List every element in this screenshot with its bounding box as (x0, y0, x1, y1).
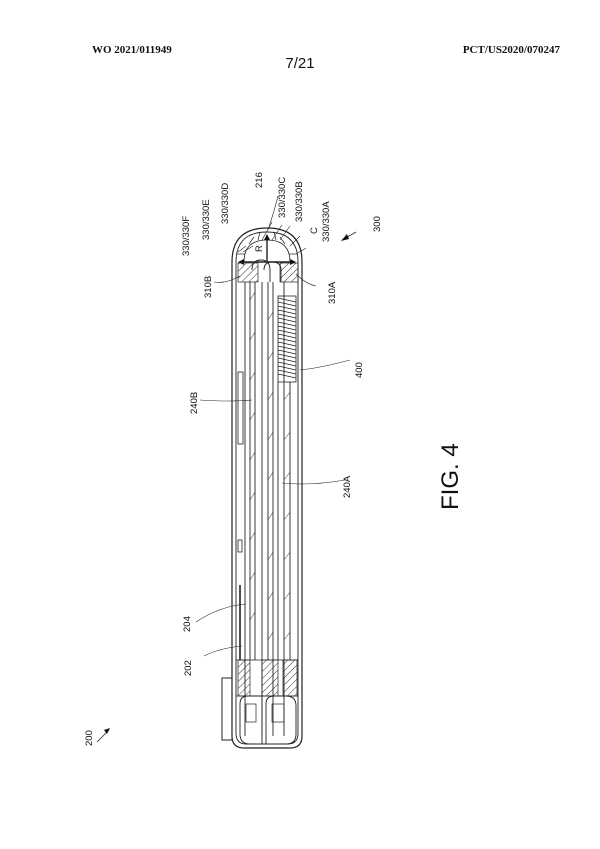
leader-lines (195, 195, 351, 657)
label-216: 216 (254, 172, 265, 188)
label-200: 200 (84, 730, 95, 746)
label-330-330b: 330/330B (294, 181, 305, 222)
spring-coil (277, 295, 297, 383)
bottom-end-caps (221, 677, 297, 745)
label-400: 400 (354, 362, 365, 378)
sheet-number: 7/21 (285, 55, 315, 72)
pointer-arrows (96, 231, 357, 743)
label-r: R (254, 245, 265, 252)
publication-number: WO 2021/011949 (92, 44, 172, 56)
label-204: 204 (182, 616, 193, 632)
application-number: PCT/US2020/070247 (462, 44, 560, 56)
label-330-330e: 330/330E (201, 199, 212, 240)
label-240b: 240B (189, 392, 200, 414)
label-310a: 310A (327, 281, 338, 304)
hinge-blocks (237, 259, 299, 697)
figure-title: FIG. 4 (437, 443, 464, 510)
label-310b: 310B (203, 276, 214, 298)
label-330-330f: 330/330F (181, 216, 192, 256)
label-202: 202 (183, 660, 194, 676)
label-330-330c: 330/330C (277, 177, 288, 218)
label-c: C (309, 227, 320, 234)
label-300: 300 (372, 216, 383, 232)
label-330-330d: 330/330D (220, 183, 231, 224)
label-330-330a: 330/330A (321, 201, 332, 242)
label-240a: 240A (342, 475, 353, 498)
